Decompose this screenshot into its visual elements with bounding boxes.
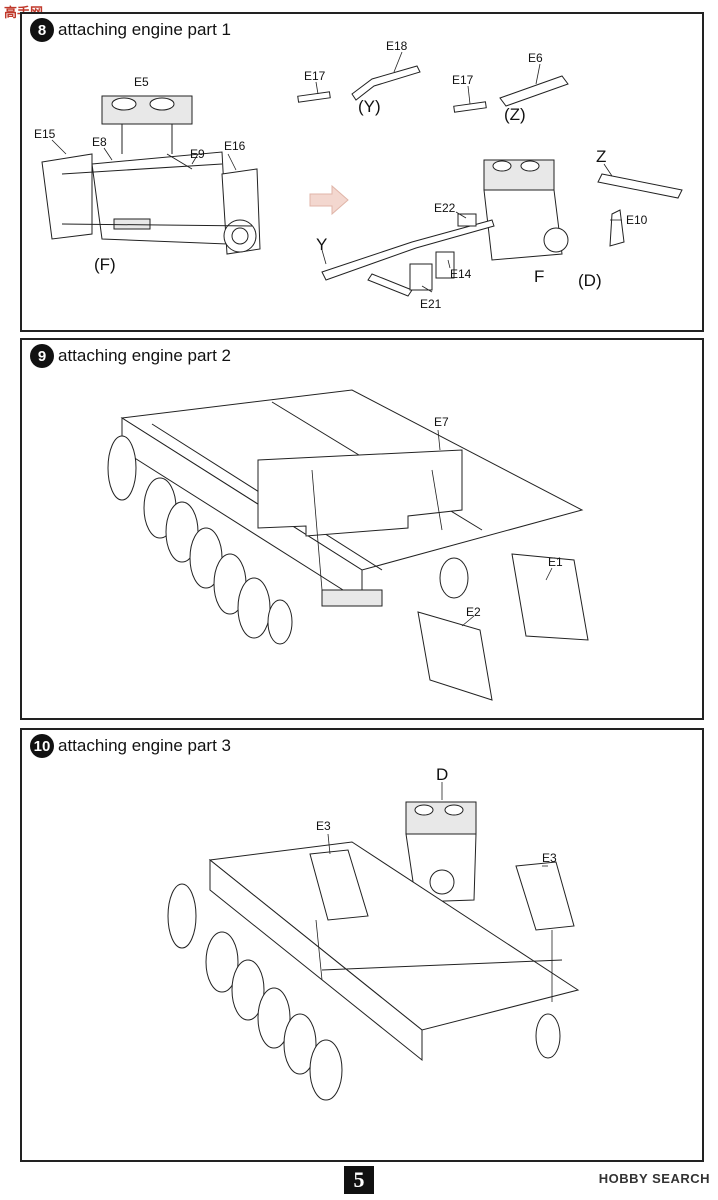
road-wheels-drawing	[167, 883, 561, 1101]
step-8-diagram: E5 E15 E8 E9 E16 (F) E17 E18 (Y) E17 E6 …	[34, 39, 683, 311]
leader-lines	[315, 782, 553, 1002]
page-number: 5	[344, 1166, 374, 1194]
step-9-panel: 9 attaching engine part 2	[20, 338, 704, 720]
leader-lines	[311, 429, 553, 627]
rod-z-parts-drawing	[453, 75, 569, 113]
frame-part-f-drawing	[41, 151, 261, 255]
label-e9: E9	[190, 147, 205, 161]
step-10-header: 10 attaching engine part 3	[30, 734, 231, 758]
step-9-number: 9	[30, 344, 54, 368]
label-y: Y	[316, 235, 327, 254]
label-e16: E16	[224, 139, 246, 153]
label-d: D	[436, 765, 448, 784]
label-e10: E10	[626, 213, 648, 227]
label-e8: E8	[92, 135, 107, 149]
direction-arrow-drawing	[309, 184, 349, 216]
label-e5: E5	[134, 75, 149, 89]
label-e1: E1	[548, 555, 563, 569]
label-e6: E6	[528, 51, 543, 65]
step-10-panel: 10 attaching engine part 3	[20, 728, 704, 1162]
label-e18: E18	[386, 39, 408, 53]
bracket-e3-right-drawing	[515, 861, 575, 931]
label-f: F	[534, 267, 544, 286]
label-e21: E21	[420, 297, 442, 311]
label-e7: E7	[434, 415, 449, 429]
road-wheels-drawing	[107, 435, 293, 645]
step-9-diagram: E7 E1 E2	[107, 389, 589, 701]
leader-lines	[51, 51, 622, 293]
label-e3-right: E3	[542, 851, 557, 865]
engine-top-e5-drawing	[101, 95, 193, 154]
label-e2: E2	[466, 605, 481, 619]
step-9-header: 9 attaching engine part 2	[30, 344, 231, 368]
label-z-paren: (Z)	[504, 105, 526, 124]
label-f-paren: (F)	[94, 255, 116, 274]
hull-chassis-drawing	[208, 841, 580, 1062]
watermark-hobby-search: HOBBY SEARCH	[598, 1171, 710, 1186]
label-e17-z: E17	[452, 73, 474, 87]
label-e14: E14	[450, 267, 472, 281]
step-8-panel: 8 attaching engine part 1	[20, 12, 704, 332]
label-e15: E15	[34, 127, 56, 141]
rod-y-parts-drawing	[297, 65, 421, 103]
label-d-paren: (D)	[578, 271, 602, 290]
step-9-title: attaching engine part 2	[58, 346, 231, 365]
engine-d-drawing	[405, 801, 477, 903]
step-8-header: 8 attaching engine part 1	[30, 18, 231, 42]
step-8-title: attaching engine part 1	[58, 20, 231, 39]
label-e3-left: E3	[316, 819, 331, 833]
step-10-number: 10	[30, 734, 54, 758]
plate-e1-drawing	[417, 553, 589, 701]
plate-e7-drawing	[257, 449, 463, 537]
plate-e2-drawing	[321, 557, 469, 607]
step-10-title: attaching engine part 3	[58, 736, 231, 755]
label-e17-y: E17	[304, 69, 326, 83]
label-z: Z	[596, 147, 606, 166]
step-10-diagram: D E3 E3	[167, 765, 580, 1101]
step-8-number: 8	[30, 18, 54, 42]
assembled-engine-drawing	[321, 159, 683, 297]
label-y-paren: (Y)	[358, 97, 381, 116]
label-e22: E22	[434, 201, 456, 215]
bracket-e3-left-drawing	[309, 849, 369, 921]
